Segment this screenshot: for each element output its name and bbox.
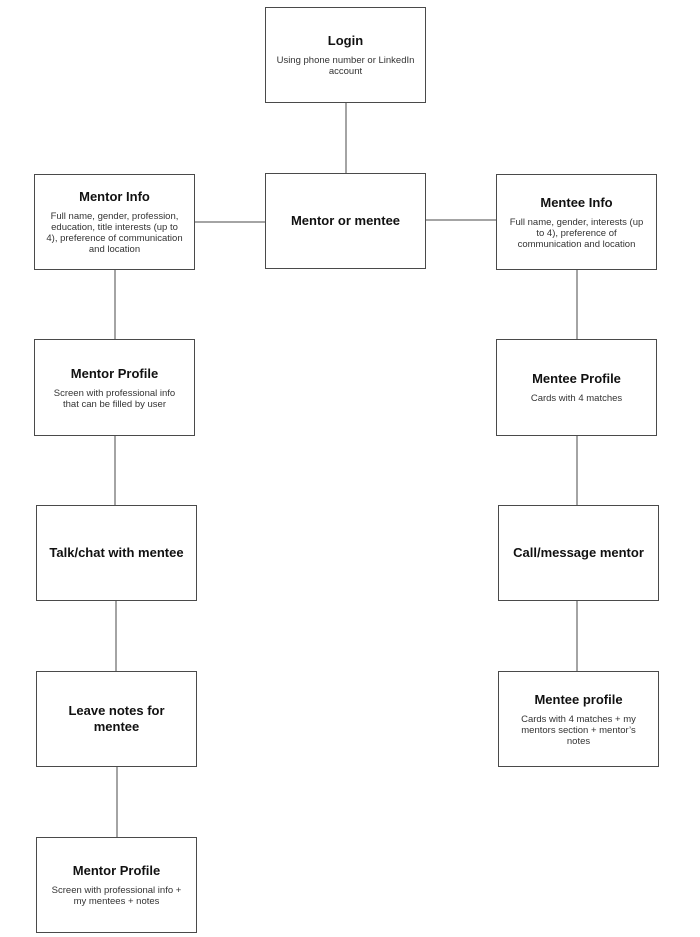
login-description: Using phone number or LinkedIn account (276, 55, 415, 77)
talk-chat-node: Talk/chat with mentee (36, 505, 197, 601)
call-message-node: Call/message mentor (498, 505, 659, 601)
mentee-profile-description: Cards with 4 matches (530, 393, 623, 404)
mentor-profile-title: Mentor Profile (70, 365, 159, 381)
mentee-profile-final-node: Mentee profile Cards with 4 matches + my… (498, 671, 659, 767)
mentor-profile-node: Mentor Profile Screen with professional … (34, 339, 195, 436)
login-title: Login (327, 33, 364, 48)
talk-chat-title: Talk/chat with mentee (49, 545, 184, 560)
mentee-profile-final-title: Mentee profile (534, 691, 623, 707)
mentee-info-title: Mentee Info (540, 194, 613, 210)
mentee-profile-title: Mentee Profile (532, 371, 621, 386)
mentor-info-description: Full name, gender, profession, education… (46, 211, 183, 255)
call-message-title: Call/message mentor (513, 545, 644, 560)
leave-notes-node: Leave notes for mentee (36, 671, 197, 767)
mentor-info-node: Mentor Info Full name, gender, professio… (34, 174, 195, 270)
mentee-profile-final-description: Cards with 4 matches + my mentors sectio… (521, 713, 636, 747)
mentee-info-node: Mentee Info Full name, gender, interests… (496, 174, 657, 270)
login-node: Login Using phone number or LinkedIn acc… (265, 7, 426, 103)
mentee-profile-node: Mentee Profile Cards with 4 matches (496, 339, 657, 436)
mentor-profile-final-description: Screen with professional info + my mente… (51, 885, 182, 907)
mentor-info-title: Mentor Info (79, 189, 150, 204)
mentor-profile-final-title: Mentor Profile (72, 863, 161, 878)
mentor-profile-description: Screen with professional info that can b… (53, 387, 176, 410)
mentee-info-description: Full name, gender, interests (up to 4), … (509, 216, 644, 250)
mentor-or-mentee-node: Mentor or mentee (265, 173, 426, 269)
mentor-or-mentee-title: Mentor or mentee (290, 213, 401, 228)
mentor-profile-final-node: Mentor Profile Screen with professional … (36, 837, 197, 933)
leave-notes-title: Leave notes for mentee (68, 703, 165, 734)
